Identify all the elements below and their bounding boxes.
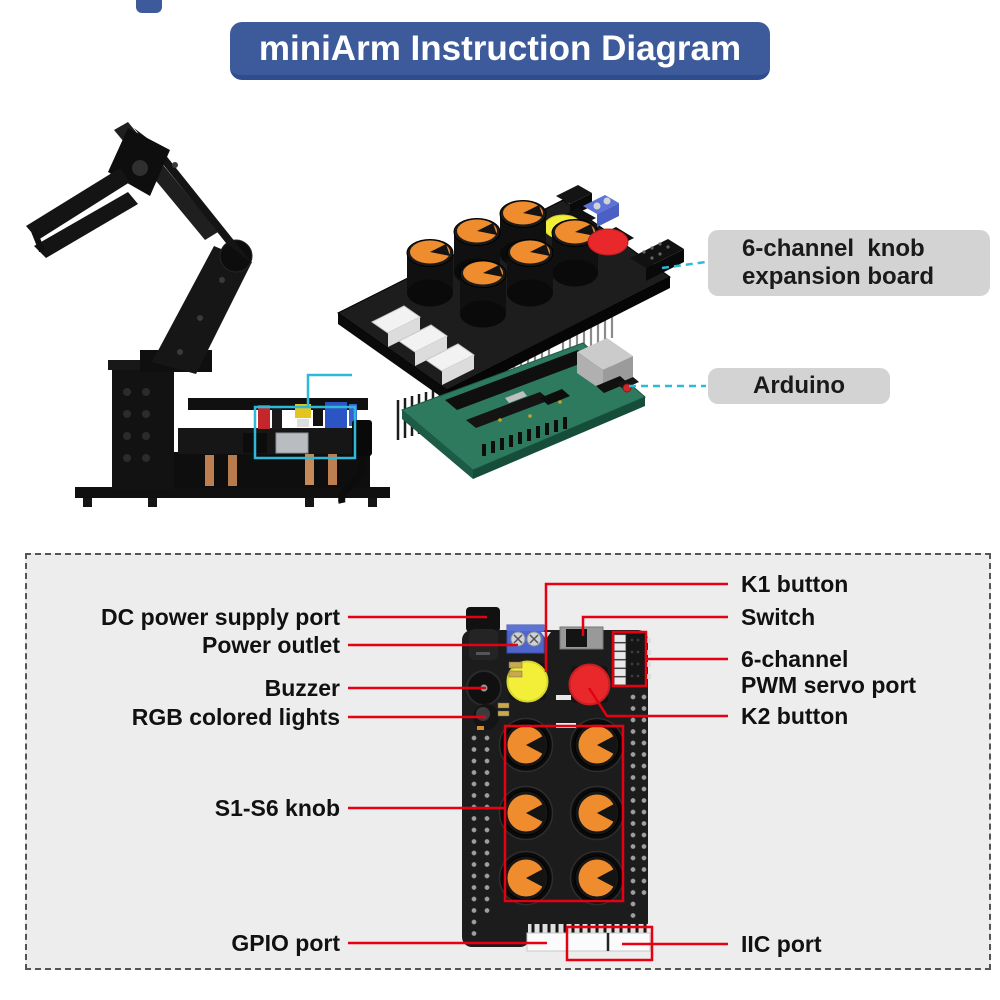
label-switch: Switch [741, 604, 816, 630]
label-pwm-line1: 6-channel [741, 646, 849, 672]
label-pwm-line2: PWM servo port [741, 672, 917, 698]
callout-expansion-line1: 6-channel knob [742, 235, 925, 262]
cyan-callouts [253, 260, 707, 460]
label-pwm-servo-port: 6-channel PWM servo port [741, 646, 916, 698]
label-dc-power-supply-port: DC power supply port [101, 604, 340, 630]
label-buzzer: Buzzer [264, 675, 340, 701]
arduino-board-3d [401, 338, 646, 479]
knob-3d [406, 200, 599, 328]
expansion-board-3d [337, 185, 684, 440]
callout-arduino: Arduino [708, 368, 890, 404]
corner-artifact [136, 0, 162, 13]
label-gpio-port: GPIO port [231, 930, 340, 956]
s1-s6-knobs [498, 717, 625, 906]
label-k1-button: K1 button [741, 571, 849, 597]
label-k2-button: K2 button [741, 703, 849, 729]
leader-lines [348, 582, 728, 946]
page-title: miniArm Instruction Diagram [230, 22, 770, 80]
label-power-outlet: Power outlet [201, 632, 340, 658]
gpio-pad-dots [471, 694, 647, 937]
label-iic-port: IIC port [741, 931, 822, 957]
label-rgb-colored-lights: RGB colored lights [131, 704, 340, 730]
callout-expansion-line2: expansion board [742, 263, 935, 290]
callout-expansion-board: 6-channel knob expansion board [708, 230, 990, 296]
robot-arm-illustration [26, 122, 390, 507]
label-s1-s6-knob: S1-S6 knob [214, 795, 340, 821]
